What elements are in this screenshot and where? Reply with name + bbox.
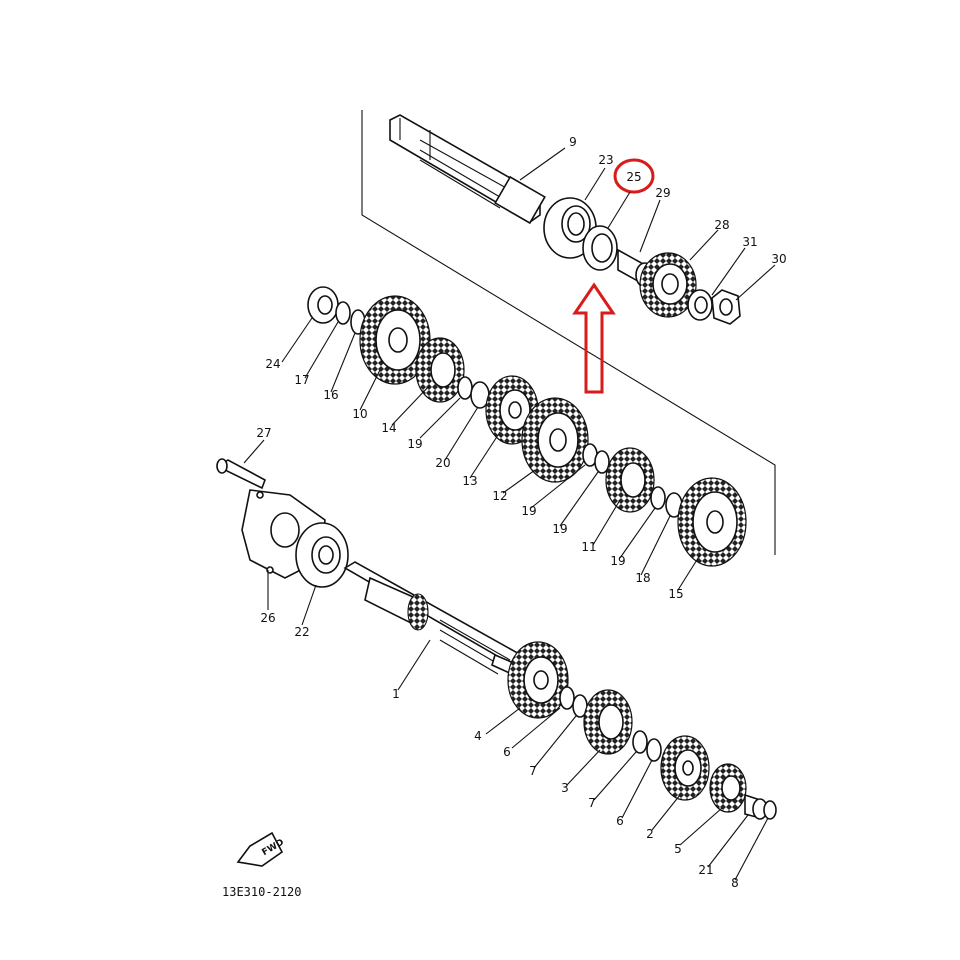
callout-24: 24: [265, 357, 280, 371]
circlip-7b: [632, 730, 648, 754]
callout-22: 22: [294, 625, 309, 639]
washer-17: [335, 301, 351, 325]
sprocket-28: [639, 252, 697, 318]
diagram-part-number: 13E310-2120: [222, 885, 301, 899]
callout-17: 17: [294, 373, 309, 387]
callout-9: 9: [569, 135, 577, 149]
callout-12: 12: [492, 489, 507, 503]
gear-2: [660, 735, 710, 801]
washer-6b: [646, 738, 662, 762]
callouts: 9 23 25 29 28 31 30 24 17 16 10 14 19 20…: [256, 135, 786, 890]
callout-6-a: 6: [503, 745, 511, 759]
callout-20: 20: [435, 456, 450, 470]
callout-13: 13: [462, 474, 477, 488]
callout-6-b: 6: [616, 814, 624, 828]
callout-29: 29: [655, 186, 670, 200]
callout-18: 18: [635, 571, 650, 585]
callout-25: 25: [626, 170, 641, 184]
callout-19-a: 19: [407, 437, 422, 451]
washer-19d: [650, 486, 666, 510]
callout-26: 26: [260, 611, 275, 625]
callout-11: 11: [581, 540, 596, 554]
washer-19a: [457, 376, 473, 400]
fwd-arrow-icon: FWD: [236, 831, 286, 867]
drive-axle-1: [343, 561, 532, 682]
nut-30: [711, 289, 741, 325]
callout-2: 2: [646, 827, 654, 841]
callout-4: 4: [474, 729, 482, 743]
bearing-24: [307, 286, 339, 324]
highlight-arrow: [572, 282, 616, 394]
group-outline: [361, 110, 776, 555]
gear-15: [677, 477, 747, 567]
gear-10: [359, 295, 431, 385]
main-axle-9: [389, 114, 546, 225]
callout-7-b: 7: [588, 796, 596, 810]
leader-lines: [243, 147, 776, 881]
callout-28: 28: [714, 218, 729, 232]
callout-15: 15: [668, 587, 683, 601]
callout-31: 31: [742, 235, 757, 249]
gear-5: [709, 763, 747, 813]
screw-27: [216, 458, 266, 490]
gear-11: [605, 447, 655, 513]
callout-23: 23: [598, 153, 613, 167]
callout-19-b: 19: [521, 504, 536, 518]
bearing-22: [295, 522, 349, 588]
gear-12: [521, 397, 589, 483]
callout-27: 27: [256, 426, 271, 440]
oil-seal-25: [582, 225, 618, 271]
gear-14: [415, 337, 465, 403]
callout-8: 8: [731, 876, 739, 890]
washer-6a: [559, 686, 575, 710]
callout-3: 3: [561, 781, 569, 795]
callout-19-c: 19: [552, 522, 567, 536]
callout-30: 30: [771, 252, 786, 266]
callout-7-a: 7: [529, 764, 537, 778]
washer-19c: [594, 450, 610, 474]
callout-16: 16: [323, 388, 338, 402]
highlight-circle: [613, 158, 655, 194]
callout-19-d: 19: [610, 554, 625, 568]
lock-washer-31: [687, 289, 713, 321]
gear-3: [583, 689, 633, 755]
gear-4: [507, 641, 569, 719]
callout-21: 21: [698, 863, 713, 877]
callout-14: 14: [381, 421, 396, 435]
callout-1: 1: [392, 687, 400, 701]
circlip-8: [763, 800, 777, 820]
collar-21: [744, 793, 768, 820]
callout-10: 10: [352, 407, 367, 421]
callout-5: 5: [674, 842, 682, 856]
